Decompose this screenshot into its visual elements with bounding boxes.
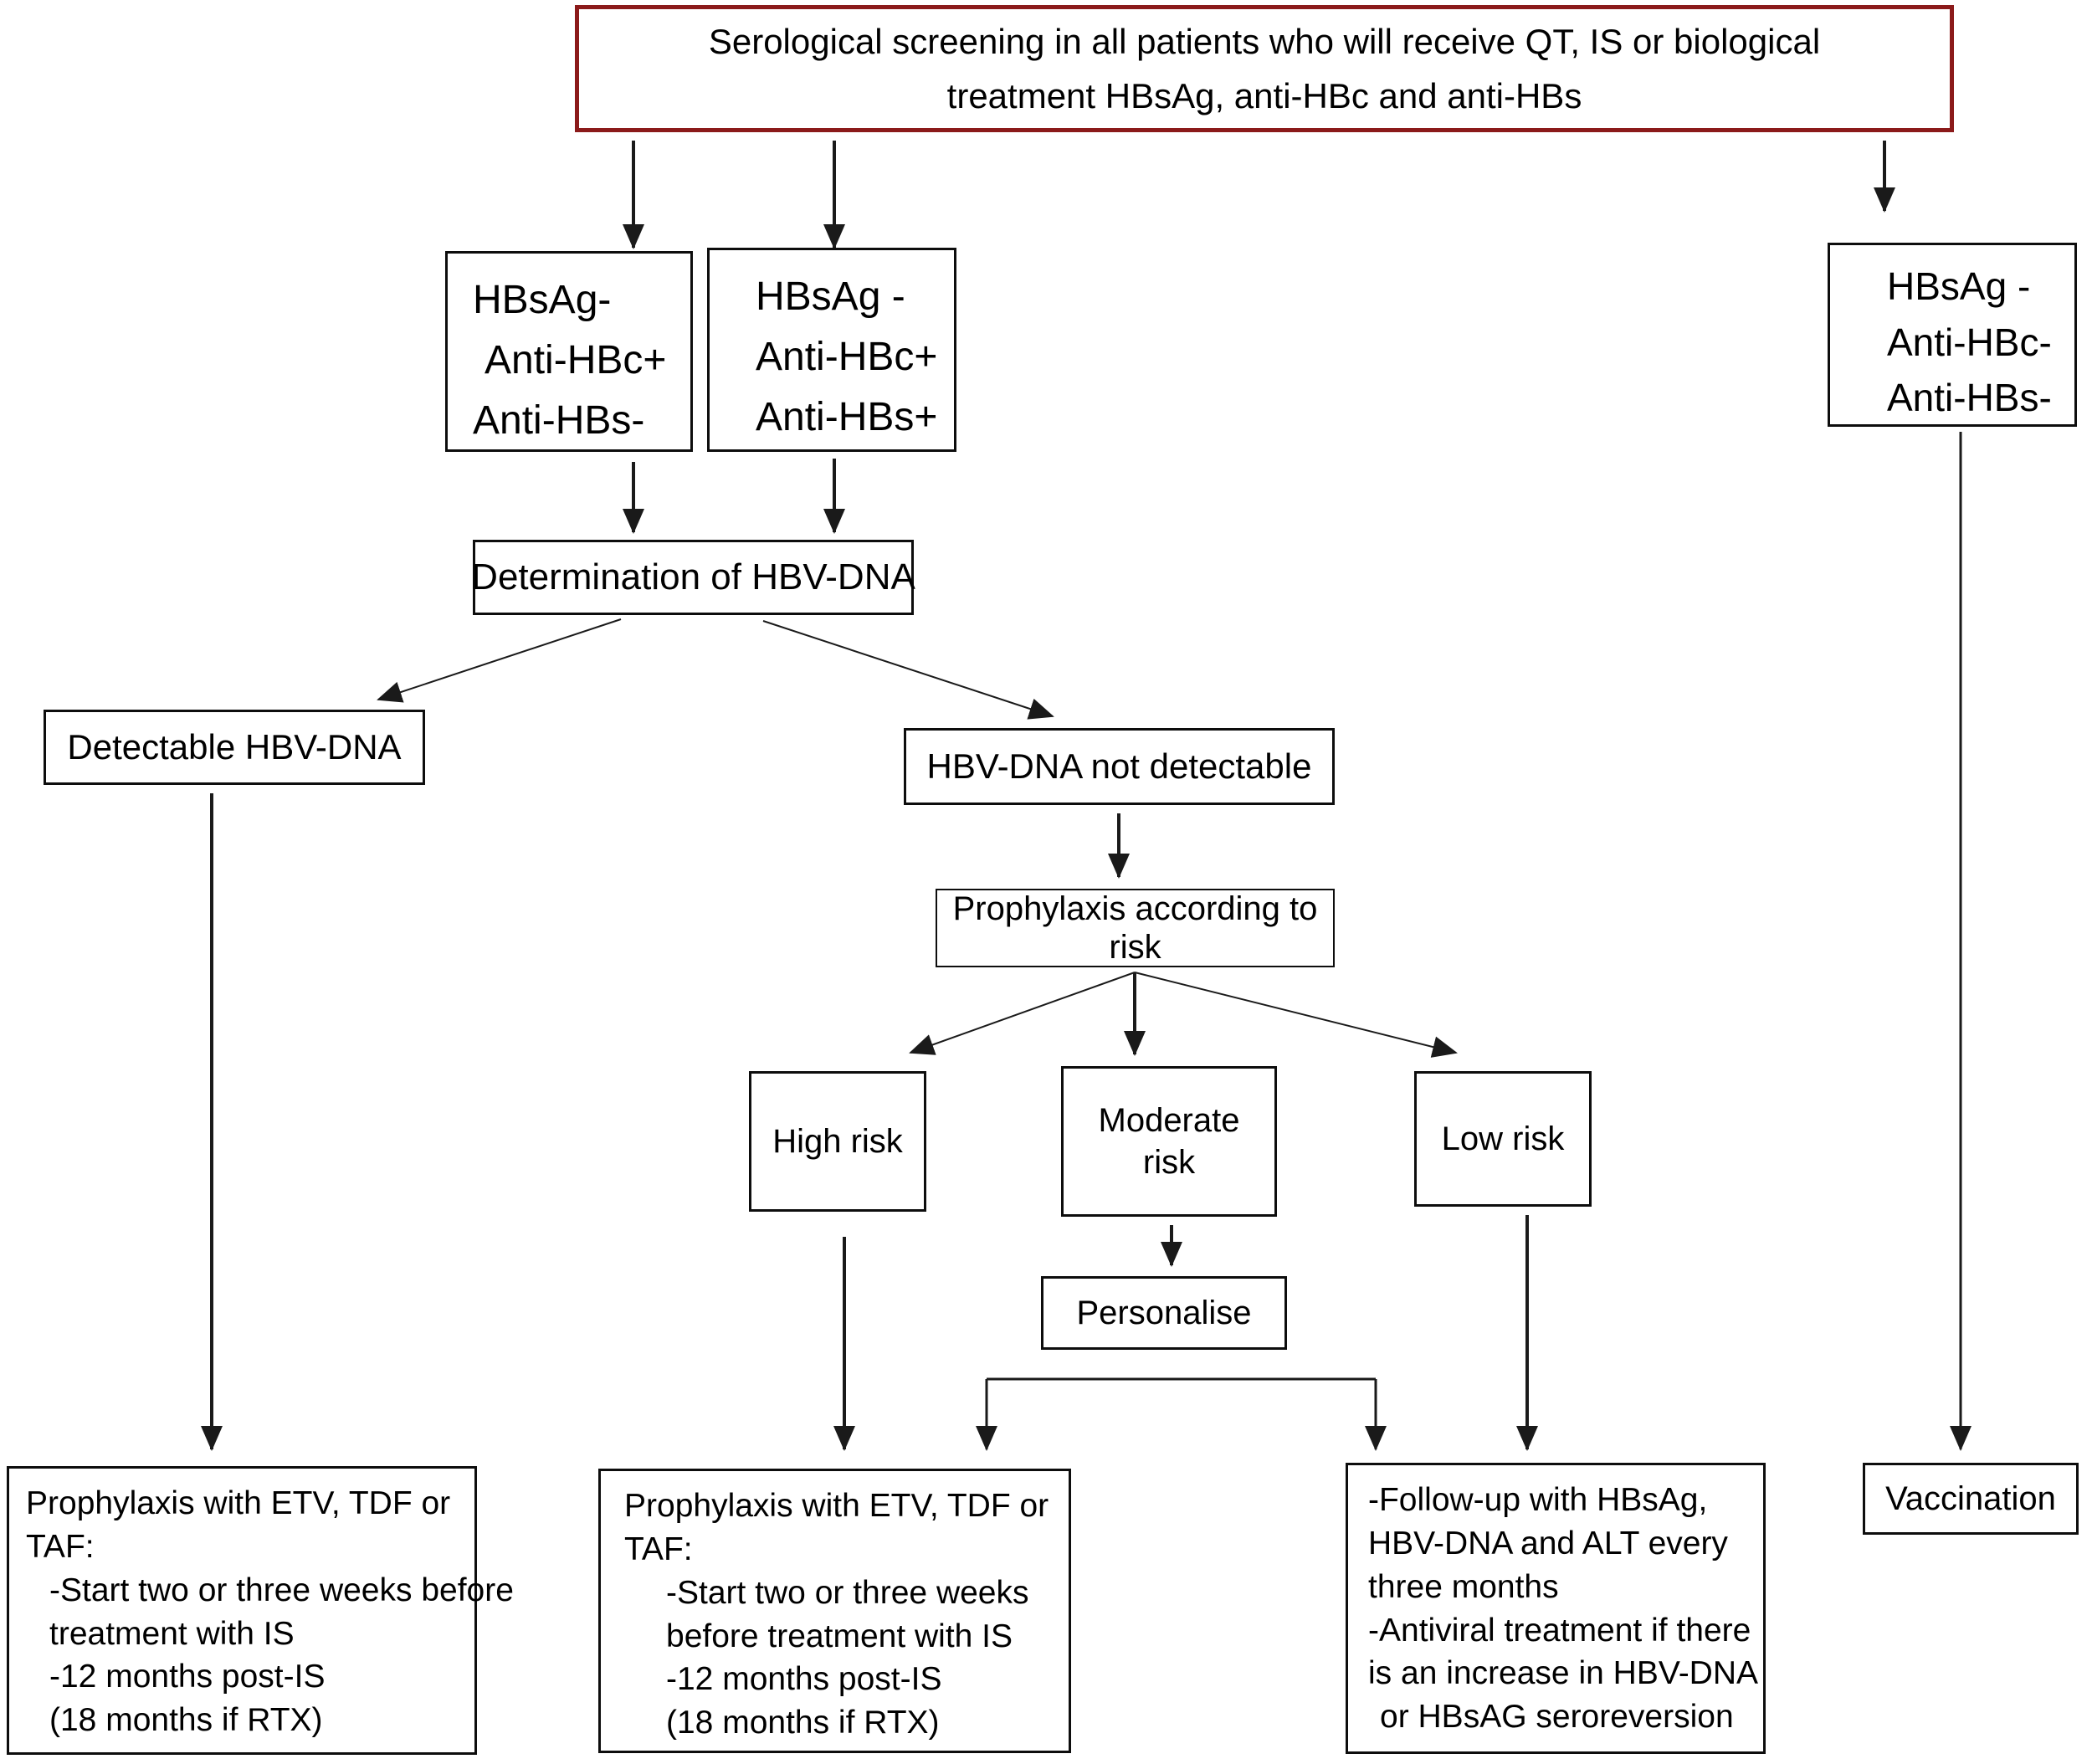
follow-up-line-6: or HBsAG seroreversion	[1380, 1699, 1734, 1736]
serology-c-line-3: Anti-HBs-	[1887, 376, 2052, 420]
determination-label: Determination of HBV-DNA	[471, 556, 915, 597]
not-detectable-label: HBV-DNA not detectable	[926, 746, 1312, 786]
serology-a-line-1: HBsAg-	[473, 278, 612, 322]
serology-b-line-1: HBsAg -	[756, 274, 905, 319]
node-hbsag-neg-antihbc-pos-antihbs-neg: HBsAg- Anti-HBc+ Anti-HBs-	[445, 251, 693, 452]
prophylaxis-risk-line-1: Prophylaxis according to	[952, 890, 1318, 927]
prophylaxis-mid-line-1: Prophylaxis with ETV, TDF or	[624, 1488, 1049, 1524]
title-line-1: Serological screening in all patients wh…	[708, 21, 1821, 61]
node-detectable-hbv-dna: Detectable HBV-DNA	[44, 710, 425, 785]
prophylaxis-mid-line-5: -12 months post-IS	[666, 1661, 942, 1698]
node-high-risk: High risk	[749, 1071, 926, 1212]
prophylaxis-left-line-2: TAF:	[26, 1528, 95, 1565]
vaccination-label: Vaccination	[1885, 1479, 2056, 1517]
prophylaxis-left-line-6: (18 months if RTX)	[49, 1702, 323, 1739]
serology-a-line-3: Anti-HBs-	[473, 398, 645, 443]
title-line-2: treatment HBsAg, anti-HBc and anti-HBs	[946, 76, 1582, 115]
node-vaccination: Vaccination	[1863, 1463, 2079, 1535]
serology-c-line-1: HBsAg -	[1887, 264, 2031, 308]
node-follow-up-monitoring: -Follow-up with HBsAg, HBV-DNA and ALT e…	[1346, 1463, 1766, 1754]
moderate-risk-line-2: risk	[1142, 1144, 1196, 1181]
node-serological-screening-title: Serological screening in all patients wh…	[575, 5, 1954, 132]
node-prophylaxis-according-to-risk: Prophylaxis according to risk	[936, 889, 1335, 967]
node-hbsag-neg-antihbc-neg-antihbs-neg: HBsAg - Anti-HBc- Anti-HBs-	[1828, 243, 2077, 427]
prophylaxis-left-line-1: Prophylaxis with ETV, TDF or	[26, 1485, 451, 1521]
moderate-risk-line-1: Moderate	[1098, 1102, 1240, 1139]
follow-up-line-3: three months	[1368, 1568, 1559, 1605]
node-prophylaxis-etv-tdf-taf-left: Prophylaxis with ETV, TDF or TAF: -Start…	[7, 1466, 514, 1755]
prophylaxis-mid-line-6: (18 months if RTX)	[666, 1705, 940, 1741]
prophylaxis-left-line-5: -12 months post-IS	[49, 1659, 326, 1695]
high-risk-label: High risk	[772, 1122, 903, 1160]
prophylaxis-risk-line-2: risk	[1109, 929, 1161, 966]
follow-up-line-2: HBV-DNA and ALT every	[1368, 1525, 1728, 1561]
node-hbv-dna-not-detectable: HBV-DNA not detectable	[904, 728, 1335, 805]
personalise-label: Personalise	[1076, 1294, 1252, 1331]
follow-up-line-5: is an increase in HBV-DNA	[1368, 1655, 1759, 1692]
follow-up-line-4: -Antiviral treatment if there	[1368, 1612, 1751, 1649]
serology-b-line-2: Anti-HBc+	[756, 335, 938, 379]
arrow-determination-to-not-detectable	[762, 620, 1054, 720]
node-low-risk: Low risk	[1414, 1071, 1592, 1207]
node-moderate-risk: Moderate risk	[1061, 1066, 1277, 1217]
serology-b-line-3: Anti-HBs+	[756, 395, 938, 439]
serology-c-line-2: Anti-HBc-	[1887, 320, 2052, 364]
serology-a-line-2: Anti-HBc+	[485, 338, 667, 382]
prophylaxis-left-line-3: -Start two or three weeks before	[49, 1572, 514, 1608]
node-prophylaxis-etv-tdf-taf-mid: Prophylaxis with ETV, TDF or TAF: -Start…	[598, 1469, 1071, 1753]
arrow-determination-to-detectable	[377, 618, 622, 703]
node-personalise: Personalise	[1041, 1276, 1287, 1350]
prophylaxis-left-line-4: treatment with IS	[49, 1615, 295, 1652]
arrow-risk-to-low	[1134, 972, 1458, 1058]
node-determination-hbv-dna: Determination of HBV-DNA	[471, 540, 915, 615]
low-risk-label: Low risk	[1441, 1120, 1565, 1157]
arrow-risk-to-high	[909, 972, 1136, 1055]
detectable-label: Detectable HBV-DNA	[67, 727, 402, 767]
prophylaxis-mid-line-3: -Start two or three weeks	[666, 1574, 1029, 1611]
prophylaxis-mid-line-2: TAF:	[624, 1531, 693, 1567]
node-hbsag-neg-antihbc-pos-antihbs-pos: HBsAg - Anti-HBc+ Anti-HBs+	[707, 248, 956, 452]
prophylaxis-mid-line-4: before treatment with IS	[666, 1618, 1013, 1654]
follow-up-line-1: -Follow-up with HBsAg,	[1368, 1482, 1708, 1518]
